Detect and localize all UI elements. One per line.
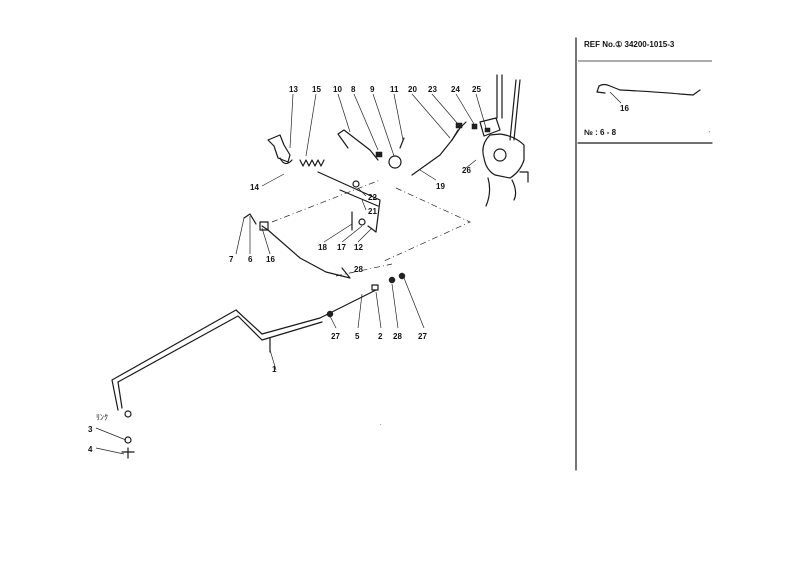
callout-20: 20	[408, 85, 417, 94]
callout-2: 2	[378, 332, 383, 341]
callout-22: 22	[368, 193, 377, 202]
washer-17	[358, 218, 366, 226]
spring-15	[299, 159, 325, 167]
callout-9: 9	[370, 85, 375, 94]
housing-bracket	[479, 117, 501, 137]
callout-3: 3	[88, 425, 93, 434]
upper-linkage	[267, 121, 471, 277]
callout-27a: 27	[331, 332, 340, 341]
inset-range: № : 6 - 8	[584, 128, 617, 137]
callout-5: 5	[355, 332, 360, 341]
nut-25	[484, 127, 491, 133]
bushing-8	[375, 151, 383, 158]
rod-1-shadow	[117, 315, 323, 409]
callout-8: 8	[351, 85, 356, 94]
callout-27b: 27	[418, 332, 427, 341]
rod-19	[411, 129, 459, 176]
rod-16	[243, 213, 351, 279]
shaft-21	[317, 171, 381, 233]
callout-25: 25	[472, 85, 481, 94]
callout-7: 7	[229, 255, 234, 264]
arm-10	[337, 129, 379, 161]
nut-27c	[398, 272, 406, 280]
clevis-16	[259, 221, 269, 231]
housing-bore	[493, 148, 507, 162]
callout-26: 26	[462, 166, 471, 175]
callout-4: 4	[88, 445, 93, 454]
stray-mark: .	[380, 421, 382, 427]
leader-lines	[95, 93, 487, 455]
nut-27a	[326, 310, 334, 318]
mid-rod-assembly	[243, 213, 351, 279]
spacer-2	[371, 284, 379, 291]
guide-line-28	[335, 263, 393, 277]
pin-4	[121, 447, 135, 459]
callout-19: 19	[436, 182, 445, 191]
inset-leader-16	[609, 91, 622, 104]
inset-rod-end	[596, 85, 606, 94]
inset-label-16: 16	[620, 104, 629, 113]
nut-24	[471, 123, 478, 130]
housing-rods	[496, 74, 521, 141]
callout-23: 23	[428, 85, 437, 94]
pin-11	[399, 137, 405, 149]
callout-12: 12	[354, 243, 363, 252]
callout-21: 21	[368, 207, 377, 216]
pivot-9	[388, 155, 402, 169]
inset-panel: REF No.① 34200-1015-3 № : 6 - 8 16 '	[575, 37, 713, 471]
clevis-23	[455, 122, 463, 129]
lever-13	[267, 134, 291, 163]
callout-13: 13	[289, 85, 298, 94]
callout-6: 6	[248, 255, 253, 264]
shaft-22	[339, 189, 379, 207]
callout-labels: 13 15 10 8 9 11 20 23 24 25 26 19 14 22 …	[88, 85, 481, 454]
housing-body	[482, 133, 525, 179]
callout-24: 24	[451, 85, 460, 94]
callout-17: 17	[337, 243, 346, 252]
housing-lower	[485, 171, 529, 207]
nut-27b	[388, 276, 396, 284]
lever-13-hook	[279, 157, 293, 165]
callout-28a: 28	[354, 265, 363, 274]
inset-tick: '	[709, 131, 710, 137]
guide-lines-upper	[271, 179, 471, 263]
callout-28b: 28	[393, 332, 402, 341]
washer-22	[352, 180, 360, 188]
joint-end	[124, 410, 132, 418]
long-rod-assembly	[111, 272, 406, 459]
callout-10: 10	[333, 85, 342, 94]
rod-1	[111, 289, 377, 411]
callout-1: 1	[272, 365, 277, 374]
washer-3	[124, 436, 132, 444]
callout-11: 11	[390, 85, 399, 94]
inset-rod-16	[598, 83, 701, 96]
engine-housing	[471, 74, 529, 207]
handwritten-marks: ﾘﾝｸ	[96, 413, 108, 422]
callout-14: 14	[250, 183, 259, 192]
callout-16: 16	[266, 255, 275, 264]
callout-18: 18	[318, 243, 327, 252]
ref-note: REF No.① 34200-1015-3	[584, 40, 675, 49]
callout-15: 15	[312, 85, 321, 94]
